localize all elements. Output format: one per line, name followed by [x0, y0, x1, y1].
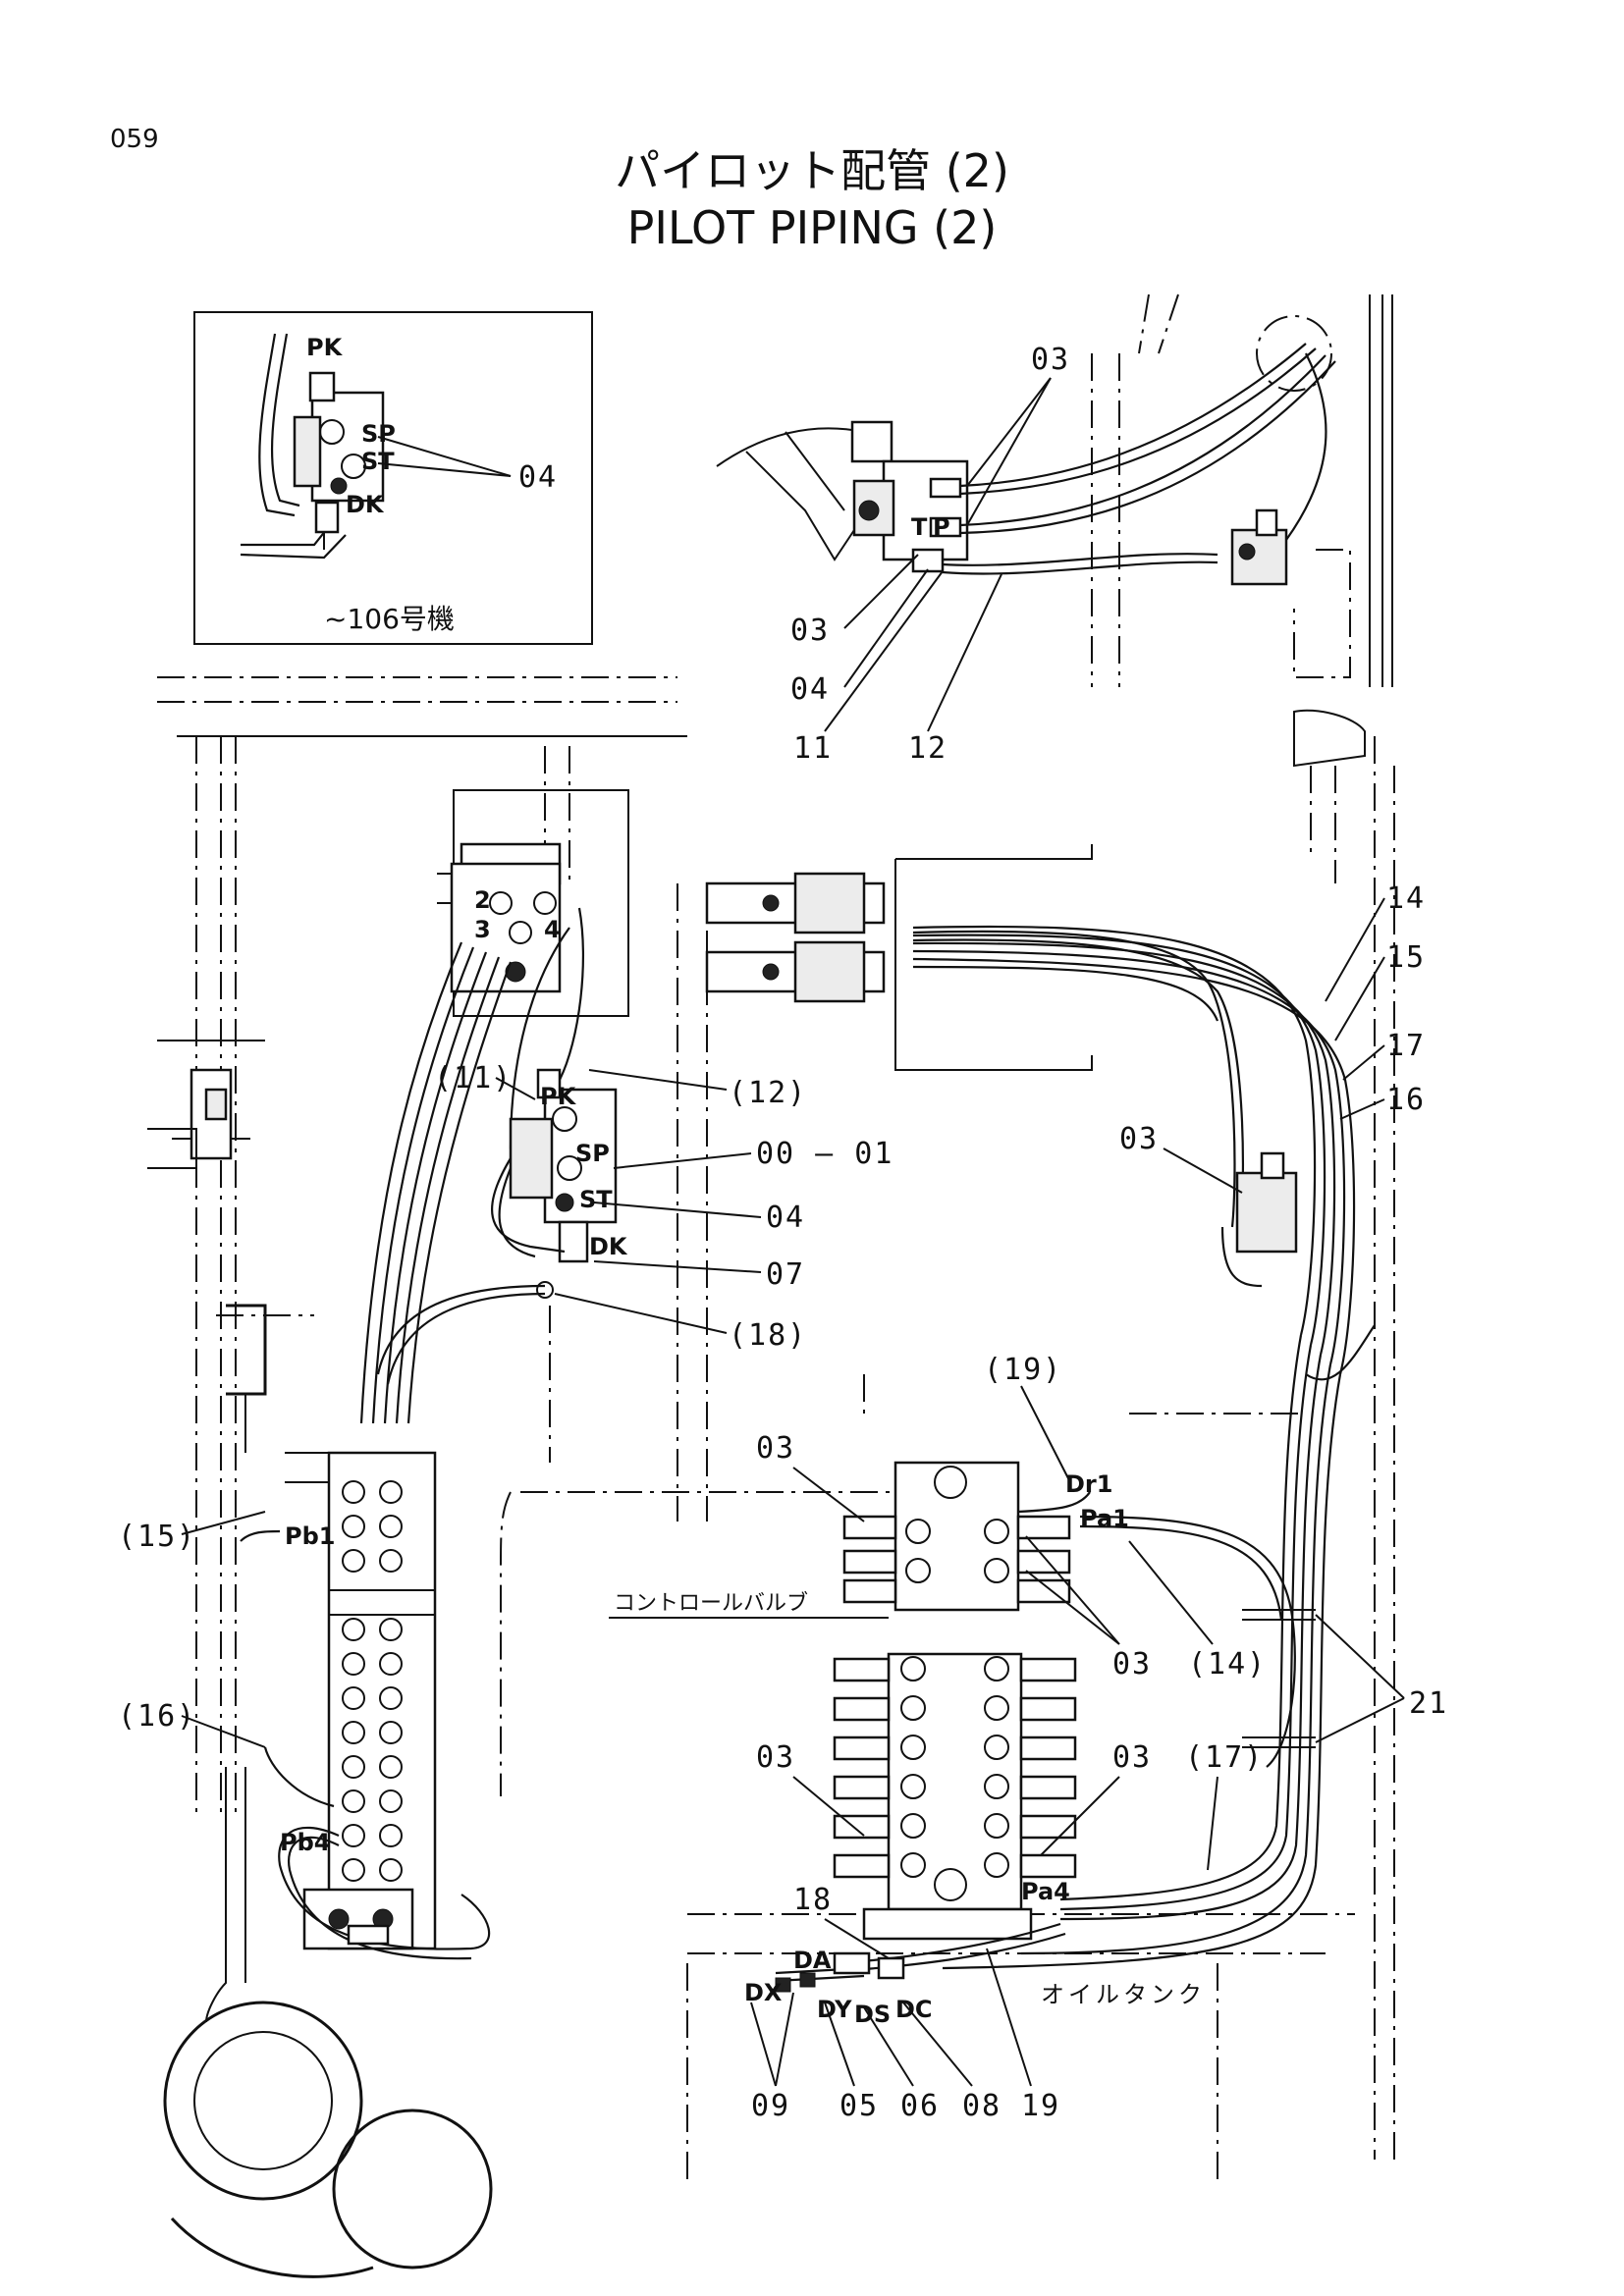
right-callout-18: 18 [793, 1883, 833, 1917]
upper-right-assembly: T P 03 03 04 11 12 [716, 294, 1393, 766]
title-japanese: パイロット配管 (2) [615, 144, 1009, 197]
upper-port-t: T [911, 513, 928, 541]
left-callout-00-01: 00 — 01 [756, 1137, 893, 1171]
right-callout-03-cv-right: 03 [1112, 1647, 1152, 1682]
manifold-port-2: 2 [474, 886, 491, 914]
cv-port-dr1: Dr1 [1065, 1470, 1112, 1498]
right-callout-17-paren: (17) [1185, 1740, 1264, 1775]
left-callout-07: 07 [766, 1257, 805, 1292]
left-callout-18: (18) [729, 1318, 807, 1353]
right-mid-valve [1235, 1171, 1298, 1254]
valve-port-sp: SP [575, 1140, 610, 1167]
upper-port-p: P [933, 513, 950, 541]
inset-port-dk: DK [346, 491, 385, 518]
control-valve-label: コントロールバルブ [614, 1591, 808, 1616]
upper-callout-04: 04 [790, 672, 830, 707]
right-callout-03-mid: 03 [1119, 1122, 1159, 1156]
main-left-assembly: 2 3 4 PK SP ST DK [118, 735, 893, 2278]
page-number: 059 [110, 125, 159, 154]
valve-port-pk: PK [540, 1083, 577, 1110]
left-control-valve-stack [327, 1451, 437, 1950]
cv-port-pa1: Pa1 [1080, 1505, 1129, 1532]
right-callout-16: 16 [1386, 1083, 1426, 1117]
upper-callout-12: 12 [908, 731, 947, 766]
left-callout-15: (15) [118, 1520, 196, 1554]
upper-callout-11: 11 [793, 731, 833, 766]
manifold-port-4: 4 [544, 916, 561, 943]
drain-callout-06: 06 [900, 2089, 940, 2123]
drain-port-dy: DY [817, 1996, 852, 2023]
drain-callout-19: 19 [1021, 2089, 1060, 2123]
left-stack-spools [342, 1480, 403, 1882]
right-callout-03-cv-left: 03 [756, 1431, 795, 1466]
right-callout-17: 17 [1386, 1029, 1426, 1063]
drain-port-dc: DC [895, 1996, 933, 2023]
inset-port-sp: SP [361, 420, 396, 448]
upper-callout-03-top: 03 [1031, 343, 1070, 377]
right-control-valve-lower [887, 1652, 1023, 1911]
valve-port-st: ST [579, 1186, 613, 1213]
inset-detail: PK SP ST DK 04 ~106号機 [193, 311, 593, 645]
drain-callout-08: 08 [962, 2089, 1001, 2123]
drain-callout-05: 05 [839, 2089, 879, 2123]
right-control-valve-upper [893, 1461, 1020, 1612]
right-callout-03-lower-left: 03 [756, 1740, 795, 1775]
left-callout-04: 04 [766, 1201, 805, 1235]
oil-tank-label: オイルタンク [1041, 1981, 1206, 2008]
inset-port-pk: PK [306, 334, 344, 361]
right-stack-spools [900, 1656, 1009, 1878]
drain-callout-09: 09 [751, 2089, 790, 2123]
title-english: PILOT PIPING (2) [627, 201, 998, 254]
left-callout-11: (11) [434, 1061, 513, 1095]
right-callout-14-paren: (14) [1188, 1647, 1267, 1682]
inset-port-st: ST [361, 448, 395, 475]
stack-port-pb4: Pb4 [280, 1829, 330, 1856]
right-callout-19-top: (19) [984, 1353, 1062, 1387]
upper-right-valve [1230, 528, 1288, 586]
inset-frame [193, 311, 593, 645]
valve-port-dk: DK [589, 1233, 628, 1260]
manifold-port-3: 3 [474, 916, 491, 943]
cv-port-pa4: Pa4 [1021, 1878, 1070, 1905]
inset-caption: ~106号機 [324, 603, 455, 635]
right-callout-14: 14 [1386, 881, 1426, 916]
swing-motor-outline [163, 2001, 363, 2201]
upper-right-detail-circle [1256, 315, 1332, 392]
right-callout-03-lower-right: 03 [1112, 1740, 1152, 1775]
drain-port-ds: DS [854, 2001, 891, 2028]
drain-port-da: DA [793, 1947, 832, 1974]
drain-port-dx: DX [744, 1979, 783, 2006]
upper-pilot-valve [882, 459, 969, 561]
right-callout-21: 21 [1409, 1686, 1448, 1721]
upper-callout-03-left: 03 [790, 614, 830, 648]
main-right-assembly: Dr1 Pa1 Pa4 [500, 709, 1448, 2179]
right-callout-15: 15 [1386, 940, 1426, 975]
inset-callout-04: 04 [518, 460, 558, 495]
left-callout-12: (12) [729, 1076, 807, 1110]
stack-port-pb1: Pb1 [285, 1522, 335, 1550]
